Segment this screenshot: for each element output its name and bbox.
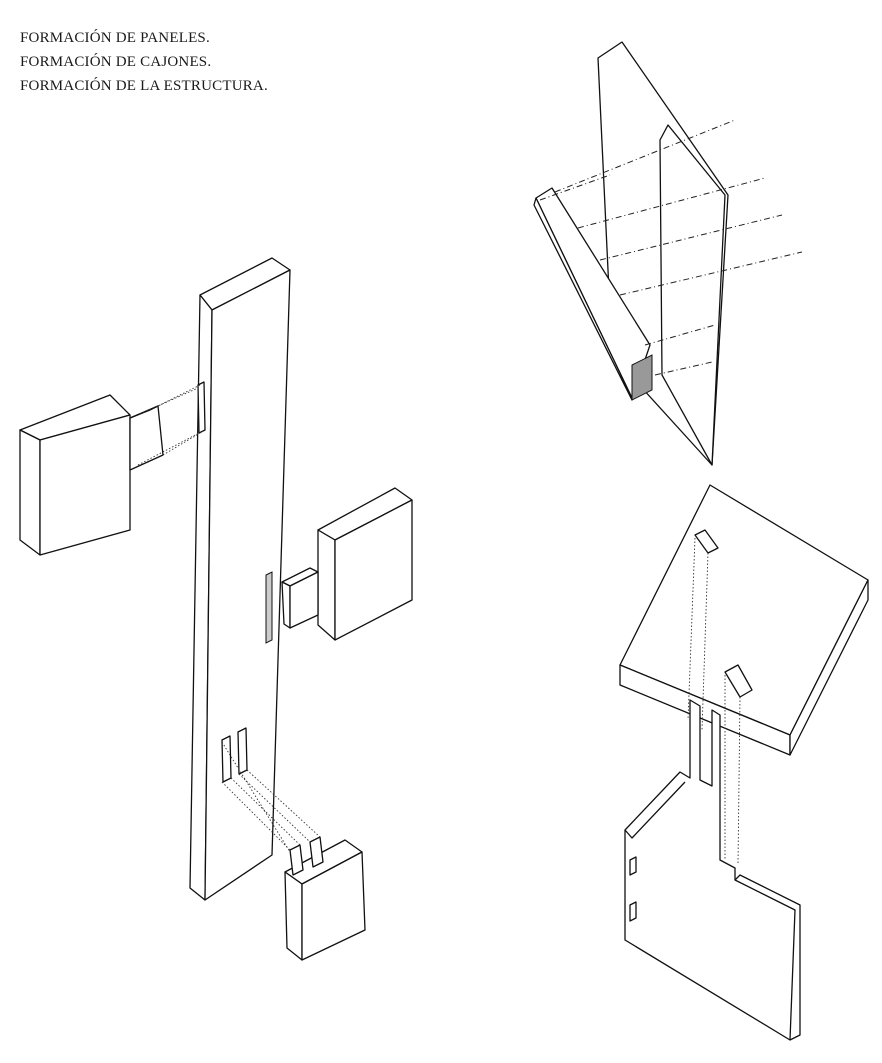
bottom-dovetail-block — [221, 741, 366, 961]
left-tenon-block — [19, 384, 206, 556]
panel-assembly — [533, 41, 803, 466]
caption-panels: FORMACIÓN DE PANELES. — [20, 30, 210, 46]
caption-list: FORMACIÓN DE PANELES. FORMACIÓN DE CAJON… — [20, 26, 268, 98]
caption-structure: FORMACIÓN DE LA ESTRUCTURA. — [20, 78, 268, 94]
structure-assembly — [619, 484, 869, 1041]
tall-board — [189, 257, 291, 901]
caption-drawers: FORMACIÓN DE CAJONES. — [20, 54, 212, 70]
middle-tenon-block — [281, 487, 413, 641]
